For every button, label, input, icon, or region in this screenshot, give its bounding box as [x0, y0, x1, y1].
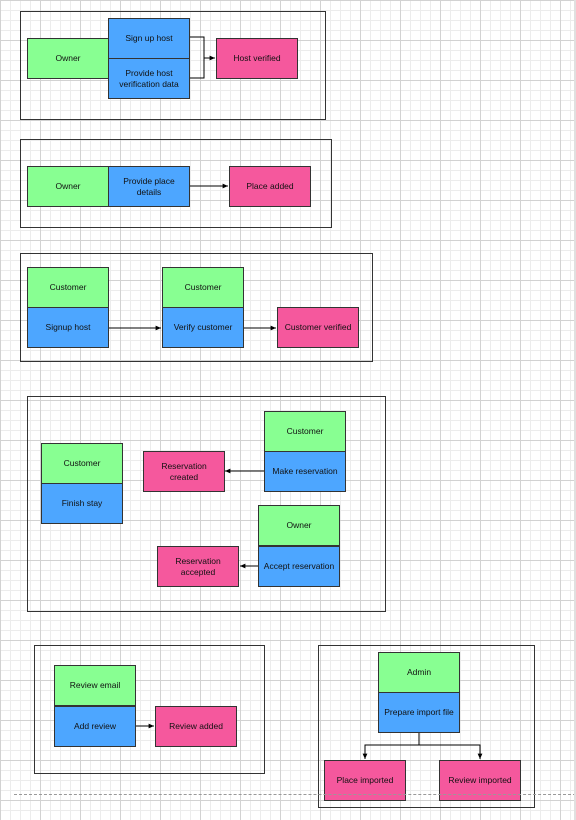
outcome-review-added[interactable]: Review added	[155, 706, 237, 747]
action-provide-place-details[interactable]: Provide place details	[108, 166, 190, 207]
group-reservation[interactable]	[27, 396, 386, 612]
actor-admin[interactable]: Admin	[378, 652, 460, 693]
outcome-customer-verified[interactable]: Customer verified	[277, 307, 359, 348]
actor-owner-place[interactable]: Owner	[27, 166, 109, 207]
action-signup-host[interactable]: Signup host	[27, 307, 109, 348]
actor-customer-signup[interactable]: Customer	[27, 267, 109, 308]
outcome-place-added[interactable]: Place added	[229, 166, 311, 207]
action-prepare-import-file[interactable]: Prepare import file	[378, 692, 460, 733]
outcome-reservation-accepted[interactable]: Reservation accepted	[157, 546, 239, 587]
group-import[interactable]	[318, 645, 535, 808]
actor-customer-reserve[interactable]: Customer	[264, 411, 346, 452]
group-host-verification[interactable]	[20, 11, 326, 120]
outcome-reservation-created[interactable]: Reservation created	[143, 451, 225, 492]
outcome-host-verified[interactable]: Host verified	[216, 38, 298, 79]
action-accept-reservation[interactable]: Accept reservation	[258, 546, 340, 587]
action-finish-stay[interactable]: Finish stay	[41, 483, 123, 524]
action-verify-customer[interactable]: Verify customer	[162, 307, 244, 348]
actor-customer-verify[interactable]: Customer	[162, 267, 244, 308]
group-place[interactable]	[20, 139, 332, 228]
actor-owner-accept[interactable]: Owner	[258, 505, 340, 546]
group-customer-verification[interactable]	[20, 253, 373, 362]
actor-owner-host[interactable]: Owner	[27, 38, 109, 79]
canvas-scroll-edge	[574, 0, 576, 820]
actor-customer-stay[interactable]: Customer	[41, 443, 123, 484]
page-break-line	[14, 794, 576, 795]
action-provide-host-verification-data[interactable]: Provide host verification data	[108, 58, 190, 99]
group-review[interactable]	[34, 645, 265, 774]
trigger-review-email[interactable]: Review email	[54, 665, 136, 706]
action-sign-up-host[interactable]: Sign up host	[108, 18, 190, 59]
action-add-review[interactable]: Add review	[54, 706, 136, 747]
action-make-reservation[interactable]: Make reservation	[264, 451, 346, 492]
